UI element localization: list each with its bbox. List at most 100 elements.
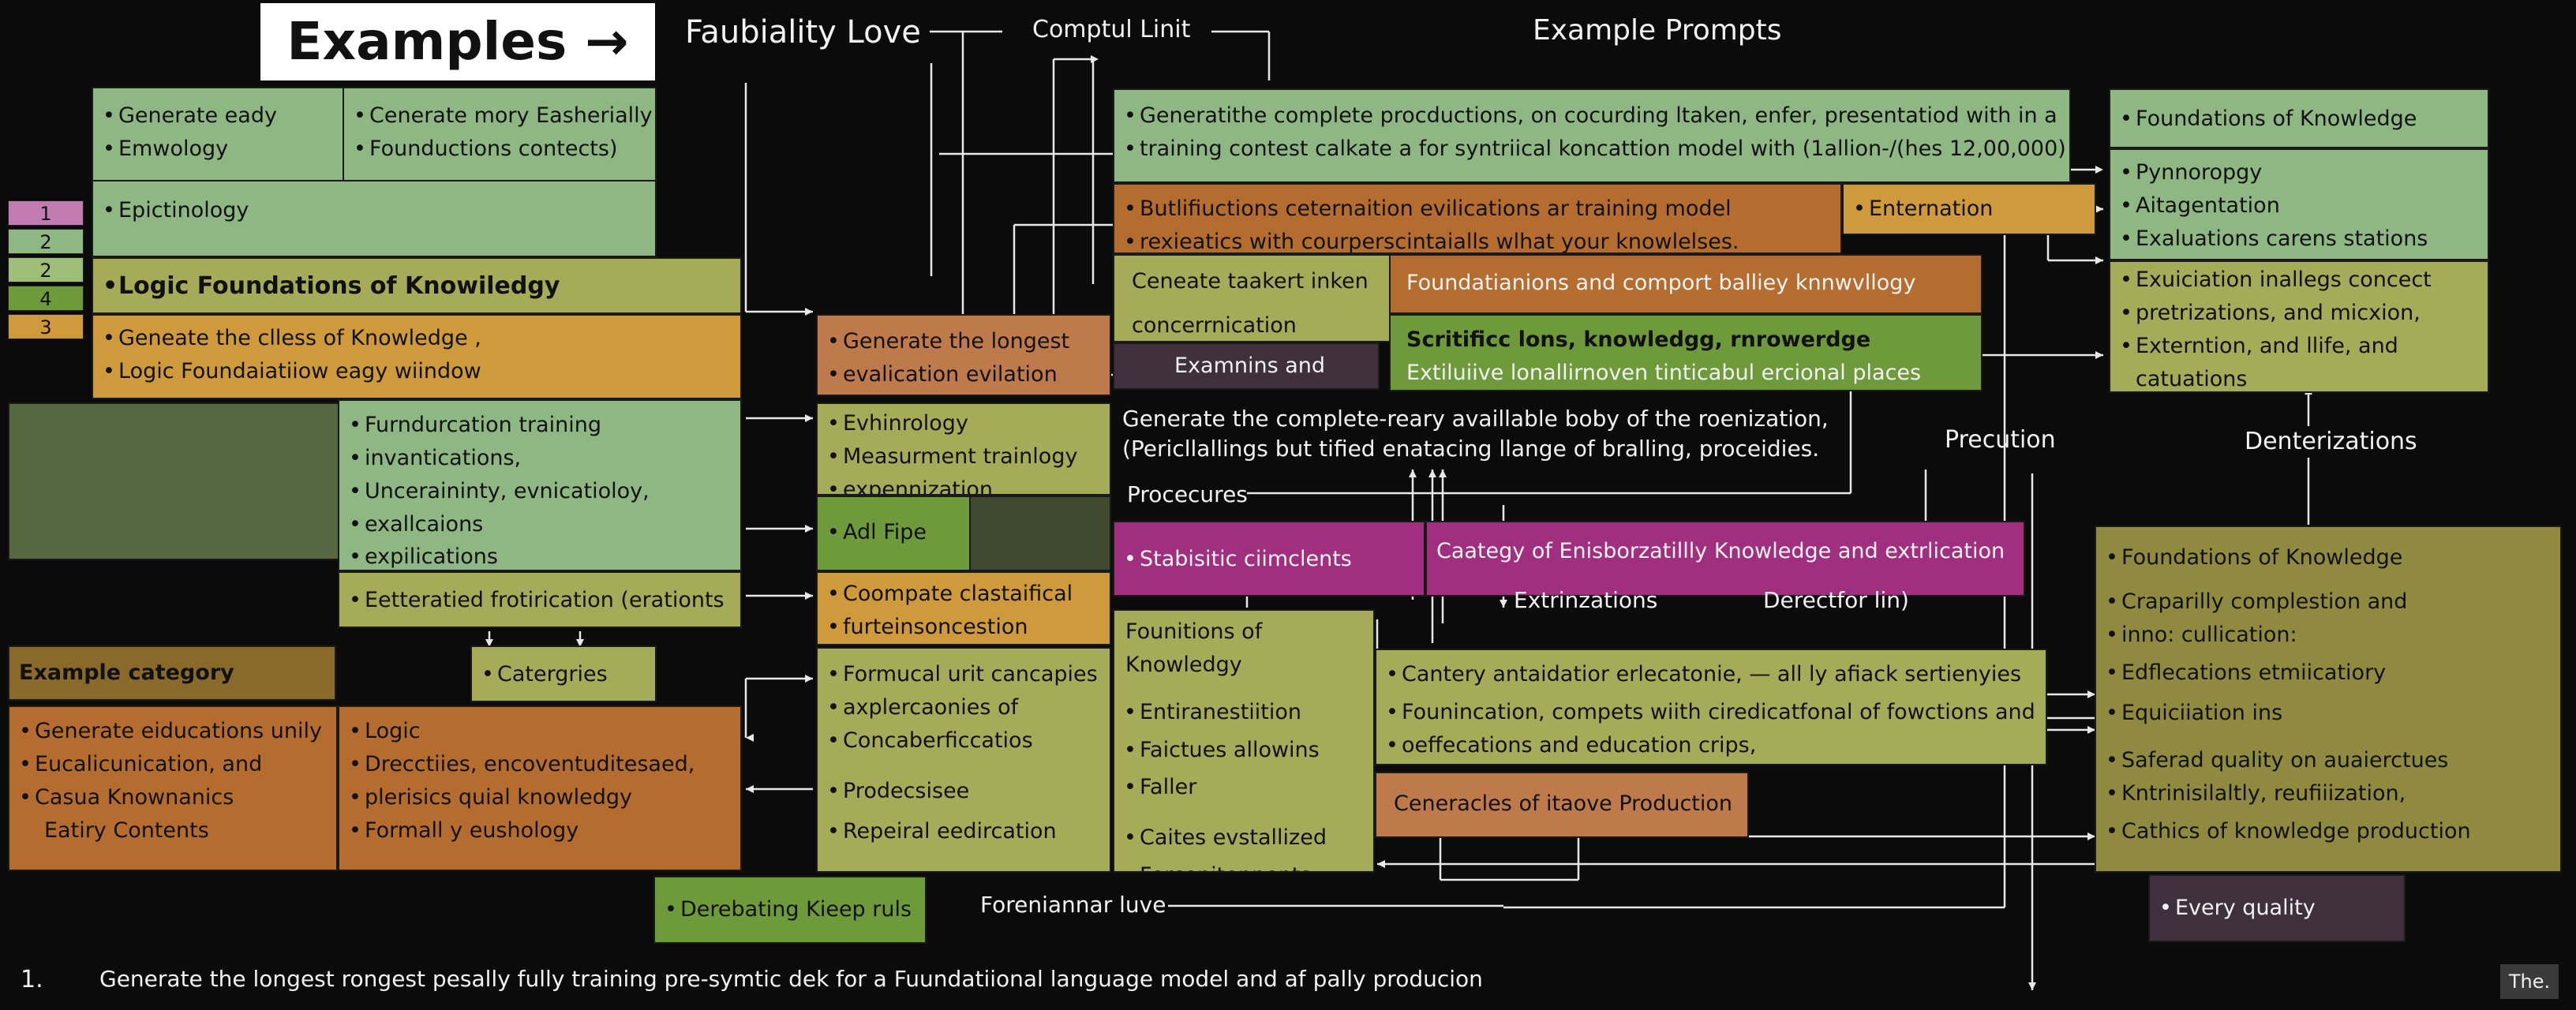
butlif-item: Butlifiuctions ceternaition evilications… [1114,193,1840,226]
saferad-item: Saferad quality on auaierctues [2096,744,2560,777]
ceneracles-box: Ceneracles of itaove Production [1375,772,1749,838]
caparilly-item: Craparilly complestion and [2096,585,2560,619]
edflecations-item: Edflecations etmiicatiory [2096,656,2560,690]
furndur-item: expilications [339,541,740,570]
logic-list-box: Logic Drecctiies, encoventuditesaed, ple… [338,705,742,871]
furndur-item: Unceraininty, evnicatioloy, [339,475,740,508]
longest-sub: evalication evilation [818,358,1110,391]
footer-corner-label: The. [2508,971,2551,993]
example-prompts-label: Example Prompts [1533,14,1782,47]
pynnoropgy-box: Pynnoropgy Aitagentation Exaluations car… [2109,148,2489,260]
examnins-label: Examnins and catgory [1174,354,1326,378]
furndur-sub: exallcaions [339,508,740,541]
founitions-box: Founitions of Knowledgy Entiranestiition… [1113,609,1375,873]
logic-list-item: Drecctiies, encoventuditesaed, [339,748,740,781]
entiranes-item: Faller [1114,771,1373,804]
footer-text: Generate the longest rongest pesally ful… [99,966,1483,992]
logic-foundations-box: Logic Foundations of Knowiledgy [92,257,742,314]
founitions-label: Founitions of Knowledgy [1125,619,1263,677]
catergries-box: Catergries [470,645,657,702]
saferad-item: Cathics of knowledge production [2096,815,2560,848]
cantery-box: Cantery antaidatior erlecatonie, — all l… [1375,649,2047,765]
gen-eady-item: Generate eady [93,99,343,133]
logic-list-item: Logic [339,715,740,748]
foundatianions-box: Foundatianions and comport balliey knnwv… [1389,254,1983,314]
gen-educations-item: Eucalicunication, and [9,748,336,781]
entiranes-item: Faictues allowins [1114,734,1373,767]
exuiciation-item: Externtion, and llife, and [2110,330,2488,363]
catergries-item: Catergries [472,658,655,691]
scritifcc-box: Scritificc lons, knowledgg, rnrowerdge E… [1389,314,1983,391]
gen-educations-item: Casua Knownanics [9,781,336,814]
butlif-box: Butlifiuctions ceternaition evilications… [1113,183,1842,254]
epictinology-box: Epictinology [92,180,657,257]
example-category-label: Example category [19,660,234,685]
ceneate-taakert-box: Ceneate taakert inken concerrnication [1113,254,1391,342]
ceneate-taakert-line: Ceneate taakert inken [1132,269,1368,294]
formucal-item: axplercaonies of [818,691,1110,724]
extrinzations-label: Extrinzations [1514,587,1658,613]
logic-list-item: plerisics quial knowledgy [339,781,740,814]
foreniannar-label: Foreniannar luve [980,892,1166,918]
precution-label: Precution [1945,426,2056,454]
footer-corner-box: The. [2500,964,2559,999]
derebating-item: Derebating Kieep ruls [655,893,925,926]
coompate-item: Coompate clastaifical [818,578,1110,611]
adl-fipe-item: Adl Fipe [818,516,969,549]
examples-title: Examples → [286,11,629,72]
edflecations-item: Equiciiation ins [2096,697,2560,730]
examnins-box: Examnins and catgory [1113,342,1380,390]
top-prompt-box: Generatithe complete procductions, on co… [1113,88,2071,183]
cantery-sub: oeffecations and education crips, [1376,729,2046,762]
longest-item: Generate the longest [818,325,1110,358]
prodecsisee-item: Prodecsisee [818,775,1110,808]
eatiry-contents: Eatiry Contents [44,817,209,843]
pynnoropgy-item: Exaluations carens stations [2110,223,2488,256]
complete-reary-line: Generate the complete-reary availlable b… [1122,406,1829,432]
scritifcc-line: Scritificc lons, knowledgg, rnrowerdge [1406,327,1871,352]
logic-list-item: Formall y eushology [339,814,740,847]
furndur-box: Furndurcation training invantications, U… [338,399,742,571]
derebating-box: Derebating Kieep ruls [653,876,927,944]
caategy-box: Caategy of Enisborzatillly Knowledge and… [1425,521,2025,597]
geneate-class-item: Logic Foundaiatiiow eagy wiindow [93,355,740,388]
furndur-sub: invantications, [339,442,740,475]
adl-fipe-box: Adl Fipe [816,496,971,571]
exuiciation-item: Exuiciation inallegs concect [2110,264,2488,297]
gen-eady-sub: Emwology [93,133,343,166]
exuiciation-sub: pretrizations, and micxion, [2110,297,2488,330]
foundations-big-box: Foundations of Knowledge Craparilly comp… [2095,526,2562,873]
coompate-box: Coompate clastaifical furteinsoncestion [816,571,1111,645]
stabisitic-box: Stabisitic ciimclents [1113,521,1425,597]
catuations-label: catuations [2136,366,2248,391]
epictinology-item: Epictinology [93,194,655,227]
ceneate-taakert-line: concerrnication [1132,312,1297,338]
directfor-label: Derectfor lin) [1763,587,1909,613]
cantery-item: Founincation, compets wiith ciredicatfon… [1376,696,2046,729]
gen-mory-sub: Founductions contects) [344,133,655,166]
example-category-box: Example category [8,645,336,701]
gen-mory-item: Cenerate mory Easherially [344,99,655,133]
legend-swatch-5: 3 [8,314,84,339]
caites-item: Forcenitennents [1114,859,1373,871]
caategy-label: Caategy of Enisborzatillly Knowledge and… [1436,539,2005,563]
logic-foundations-item: Logic Foundations of Knowiledgy [93,268,740,305]
foundatianions-label: Foundatianions and comport balliey knnwv… [1406,271,1916,295]
ceneracles-label: Ceneracles of itaove Production [1394,791,1733,816]
legend-swatch-3: 2 [8,257,84,282]
caites-item: Caites evstallized [1114,821,1373,855]
evhinrology-box: Evhinrology Measurment trainlogy expenni… [816,402,1111,496]
foundations-top-item: Foundations of Knowledge [2110,103,2488,136]
footer-number: 1. [21,966,43,993]
legend-swatch-2: 2 [8,229,84,254]
faubiality-label: Faubiality Love [685,14,921,50]
formucal-item: Formucal urit cancapies [818,658,1110,691]
evhinrology-item: Evhinrology [818,407,1110,440]
caparilly-sub: inno: cullication: [2096,619,2560,652]
etterated-box: Eetteratied frotirication (erationts [338,571,742,628]
entemation-box: Enternation [1842,183,2096,235]
denterizations-label: Denterizations [2245,428,2417,455]
formucal-box: Formucal urit cancapies axplercaonies of… [816,647,1111,873]
gen-educations-item: Generate eiducations unily [9,715,336,748]
legend-swatch-1: 1 [8,200,84,226]
